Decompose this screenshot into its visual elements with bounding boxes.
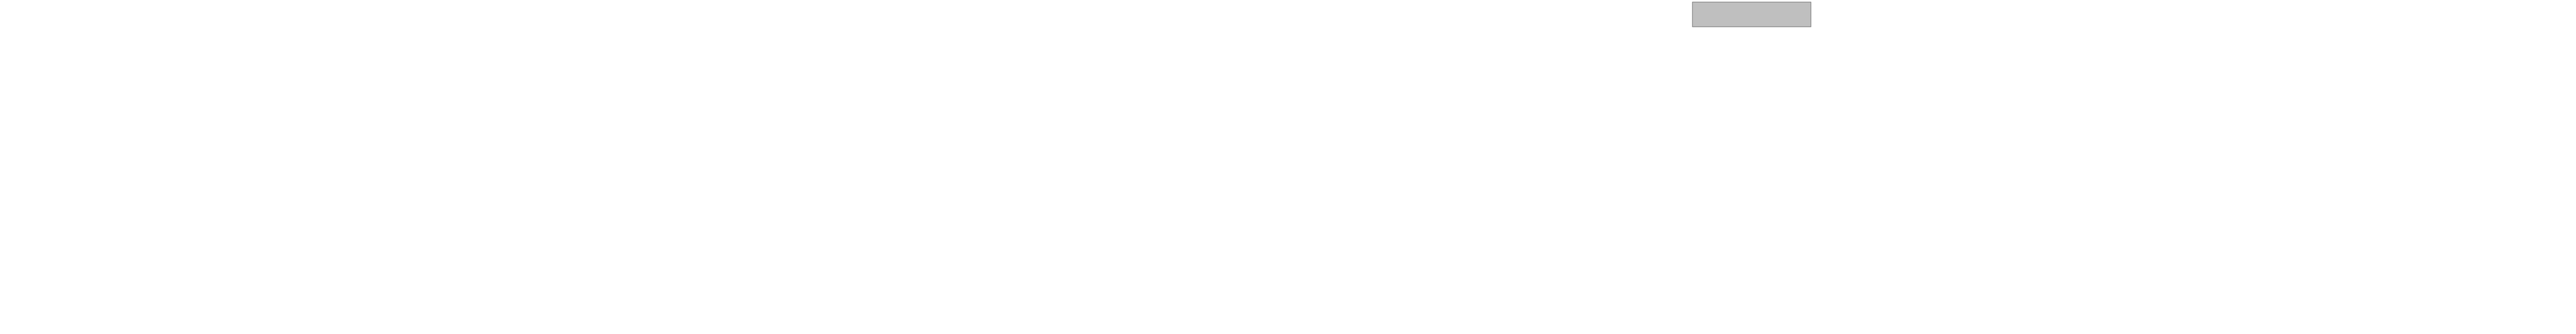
graph-node-root-box xyxy=(1692,2,1811,27)
nodes-layer xyxy=(1692,2,1811,27)
graph-node-root[interactable] xyxy=(1692,2,1811,27)
